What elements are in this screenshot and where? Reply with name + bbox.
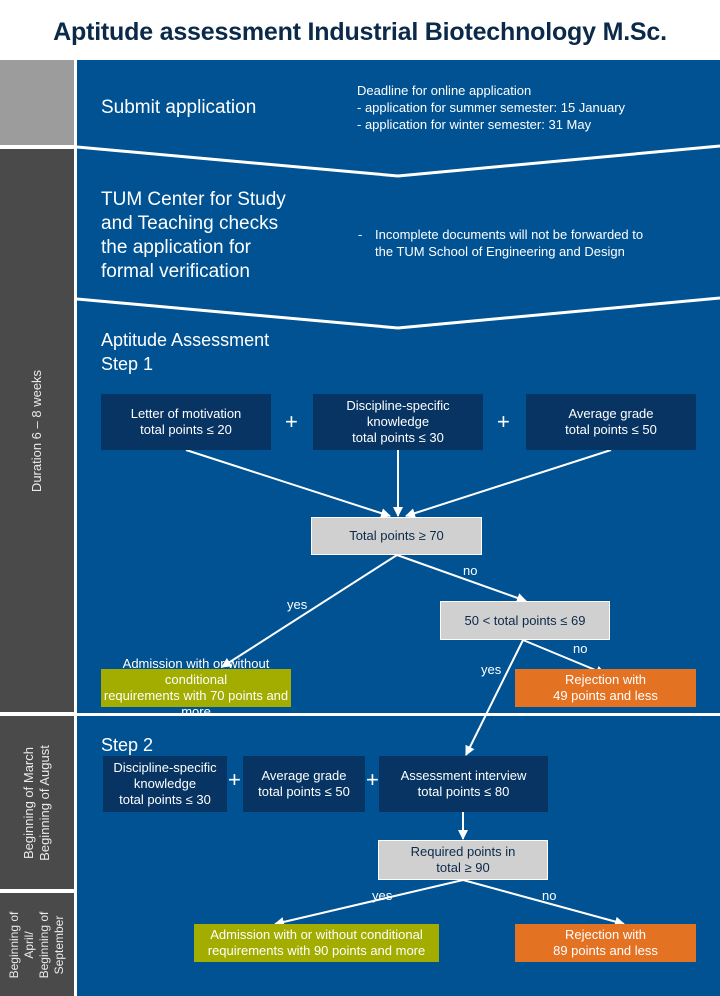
arrow-criterion3-to-decision xyxy=(405,449,612,519)
admission-90: Admission with or without conditional re… xyxy=(194,924,439,962)
check-title: TUM Center for Study and Teaching checks… xyxy=(101,188,286,284)
arrow-decision2-no xyxy=(522,639,606,676)
incomplete-note: Incomplete documents will not be forward… xyxy=(375,226,643,260)
decision-total-70: Total points ≥ 70 xyxy=(311,517,482,555)
chevron-divider-2 xyxy=(76,296,720,330)
rejection-49: Rejection with 49 points and less xyxy=(515,669,696,707)
step2-title: Step 2 xyxy=(101,735,154,755)
label-yes: yes xyxy=(481,662,502,677)
check-title-line: TUM Center for Study xyxy=(101,189,286,210)
deadline-winter: - application for winter semester: 31 Ma… xyxy=(357,117,592,132)
sidebar-step2-period: Beginning of March Beginning of August xyxy=(0,716,74,889)
arrow-decision2-yes xyxy=(465,639,524,756)
incomplete-dash: - xyxy=(358,227,363,242)
step1-title-line: Aptitude Assessment xyxy=(101,330,270,350)
plus-sign: + xyxy=(285,409,298,434)
plus-sign: + xyxy=(366,767,379,792)
step2-criterion-interview: Assessment interview total points ≤ 80 xyxy=(379,756,548,812)
label-yes: yes xyxy=(287,597,308,612)
check-title-line: formal verification xyxy=(101,261,250,282)
step1-title: Aptitude Assessment Step 1 xyxy=(101,328,269,376)
arrow-decision3-yes xyxy=(274,879,464,927)
deadline-note: Deadline for online application - applic… xyxy=(357,82,625,133)
sidebar-duration: Duration 6 – 8 weeks xyxy=(0,149,74,712)
check-title-line: and Teaching checks xyxy=(101,213,279,234)
incomplete-note-line: the TUM School of Engineering and Design xyxy=(375,244,625,259)
criterion-average-grade: Average grade total points ≤ 50 xyxy=(526,394,696,450)
decision-total-90: Required points in total ≥ 90 xyxy=(378,840,548,880)
decision-range-50-69: 50 < total points ≤ 69 xyxy=(440,601,610,640)
submit-title: Submit application xyxy=(101,97,257,118)
label-no: no xyxy=(463,563,478,578)
deadline-heading: Deadline for online application xyxy=(357,83,532,98)
sidebar-step2-result-period: Beginning of April/ Beginning of Septemb… xyxy=(0,893,74,996)
criterion-letter-of-motivation: Letter of motivation total points ≤ 20 xyxy=(101,394,271,450)
plus-sign: + xyxy=(497,409,510,434)
arrow-criterion1-to-decision xyxy=(185,449,391,518)
label-no: no xyxy=(542,888,557,903)
step2-criterion-average-grade: Average grade total points ≤ 50 xyxy=(243,756,365,812)
check-title-line: the application for xyxy=(101,237,251,258)
arrow-decision3-no xyxy=(462,879,625,927)
criterion-discipline-knowledge: Discipline-specific knowledge total poin… xyxy=(313,394,483,450)
plus-sign: + xyxy=(228,767,241,792)
incomplete-note-line: Incomplete documents will not be forward… xyxy=(375,227,644,242)
arrow-decision1-yes xyxy=(221,554,398,668)
label-no: no xyxy=(573,641,588,656)
rejection-89: Rejection with 89 points and less xyxy=(515,924,696,962)
admission-70: Admission with or without conditional re… xyxy=(101,656,291,719)
sidebar-submit-period xyxy=(0,60,74,145)
chevron-divider-1 xyxy=(76,144,720,178)
page-title: Aptitude assessment Industrial Biotechno… xyxy=(53,18,667,46)
label-yes: yes xyxy=(372,888,393,903)
deadline-summer: - application for summer semester: 15 Ja… xyxy=(357,100,626,115)
arrow-decision1-no xyxy=(396,554,527,603)
step2-criterion-discipline-knowledge: Discipline-specific knowledge total poin… xyxy=(103,756,227,812)
step1-title-line: Step 1 xyxy=(101,354,154,374)
